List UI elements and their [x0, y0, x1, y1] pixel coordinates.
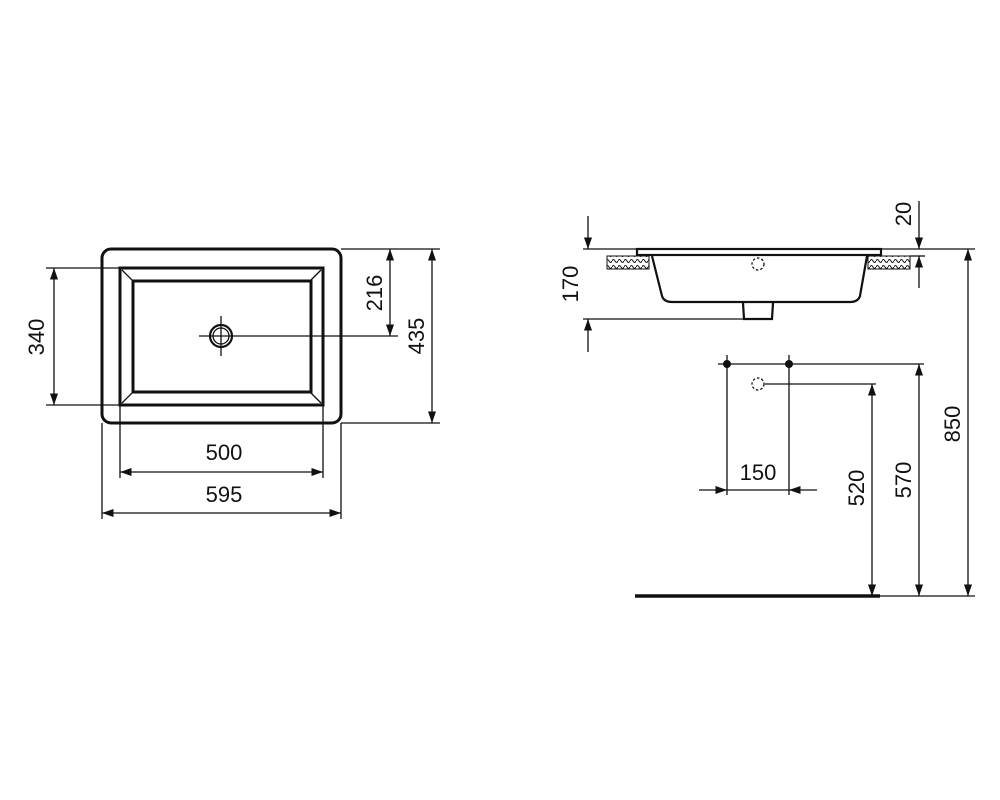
waste-outlet — [741, 302, 775, 321]
overflow-icon — [751, 257, 765, 271]
waste-position-icon — [751, 377, 765, 391]
side-view: 170 20 150 520 570 850 — [558, 201, 975, 598]
dim-inner-width: 500 — [206, 440, 243, 465]
countertop-left — [606, 255, 650, 270]
basin-rim — [635, 247, 883, 257]
dim-top-height: 850 — [940, 406, 965, 443]
countertop-right — [867, 255, 911, 270]
dim-inner-depth: 340 — [24, 319, 49, 356]
dim-tap-spacing: 150 — [740, 460, 777, 485]
plan-view: 340 216 435 500 595 — [24, 247, 440, 519]
dim-waste-height: 520 — [844, 470, 869, 507]
dim-outer-depth: 435 — [404, 318, 429, 355]
dim-tap-height: 570 — [891, 462, 916, 499]
drain-icon — [199, 316, 398, 356]
dim-outer-width: 595 — [206, 482, 243, 507]
basin-bowl — [650, 255, 869, 304]
dim-basin-height: 170 — [558, 266, 583, 303]
dim-drain-offset: 216 — [362, 275, 387, 312]
dim-rim-thickness: 20 — [891, 202, 916, 226]
